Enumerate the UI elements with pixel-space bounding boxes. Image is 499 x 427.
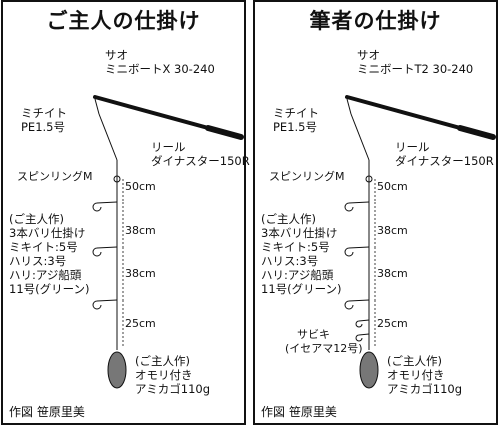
distance-label: 25cm <box>377 317 408 330</box>
main-line <box>346 98 352 115</box>
hook-icon <box>92 299 118 310</box>
rod-label: サオミニボートT2 30-240 <box>357 48 474 76</box>
rig-diagram <box>344 95 496 389</box>
distance-label: 38cm <box>125 267 156 280</box>
hook-icon <box>92 201 118 212</box>
distance-label: 38cm <box>377 267 408 280</box>
distance-label: 38cm <box>377 224 408 237</box>
sabiki-hook-icon <box>355 333 370 342</box>
reel-label: リールダイナスター150R <box>151 140 250 168</box>
sinker-basket-icon <box>107 351 127 389</box>
rod-grip <box>205 125 244 140</box>
sabiki-hook-icon <box>355 319 370 328</box>
rod-label: サオミニボートX 30-240 <box>105 48 215 76</box>
swivel-label: スピンリングM <box>269 170 345 183</box>
swivel-label: スピンリングM <box>17 170 93 183</box>
sinker-basket-icon <box>359 351 379 389</box>
hook-icon <box>92 246 118 257</box>
distance-label: 50cm <box>377 180 408 193</box>
swivel-icon <box>113 175 121 183</box>
reel-label: リールダイナスター150R <box>395 140 494 168</box>
hook-icon <box>344 246 370 257</box>
rig-diagram <box>92 95 244 389</box>
swivel-icon <box>365 175 373 183</box>
panel-title: 筆者の仕掛け <box>309 9 442 33</box>
distance-label: 25cm <box>125 317 156 330</box>
credit-label: 作図 笹原里美 <box>261 405 337 419</box>
distance-label: 50cm <box>125 180 156 193</box>
credit-label: 作図 笹原里美 <box>9 405 85 419</box>
panel-title: ご主人の仕掛け <box>46 9 201 33</box>
sinker-label: (ご主人作)オモリ付きアミカゴ110g <box>387 354 463 396</box>
sinker-label: (ご主人作)オモリ付きアミカゴ110g <box>135 354 211 396</box>
hook-icon <box>344 201 370 212</box>
distance-label: 38cm <box>125 224 156 237</box>
sabiki-label: サビキ(イセアマ12号) <box>285 328 363 355</box>
main-line <box>94 98 100 115</box>
hook-icon <box>344 299 370 310</box>
rod-grip <box>457 125 496 140</box>
